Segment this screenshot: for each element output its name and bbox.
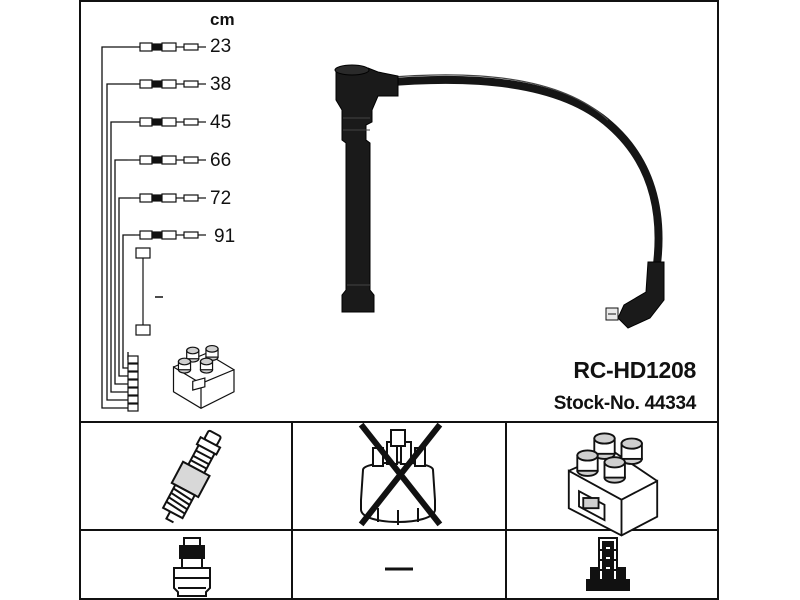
stock-number: 44334: [644, 393, 697, 414]
stock-number-line: Stock-No. 44334: [553, 393, 697, 415]
plug-boot-icon: [173, 537, 211, 597]
length-label-2: 38: [210, 74, 232, 95]
length-label-5: 72: [210, 188, 232, 209]
length-label-6: 91: [214, 226, 236, 247]
length-label-1: 23: [210, 36, 232, 57]
spark-plug-icon: [161, 429, 222, 524]
coil-pack-small-icon: [172, 344, 235, 409]
length-unit-label: cm: [210, 10, 235, 29]
ignition-lead-image: [334, 64, 665, 329]
wire-set-schematic: [101, 46, 135, 409]
wire-terminals: [112, 42, 206, 412]
coil-connector-icon: [586, 537, 630, 591]
not-applicable-cross: [358, 422, 443, 527]
stock-label: Stock-No.: [553, 393, 640, 414]
length-label-3: 45: [210, 112, 232, 133]
product-code: RC-HD1208: [573, 357, 696, 383]
ignition-coil-icon: [567, 432, 659, 537]
length-label-4: 66: [210, 150, 232, 171]
